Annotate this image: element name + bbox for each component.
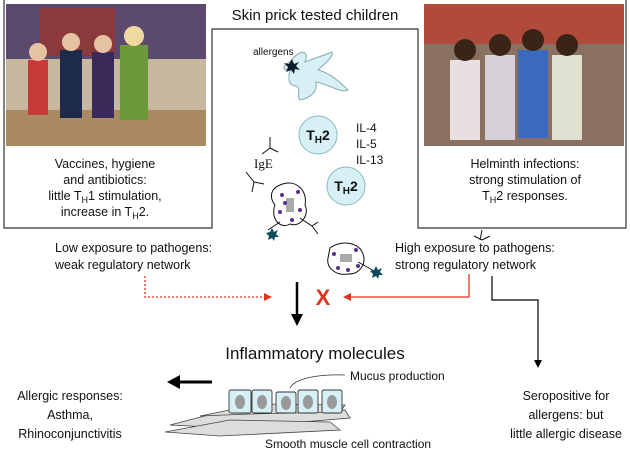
mast-cell-1	[266, 182, 319, 241]
allergen-star-icon	[284, 59, 300, 74]
allergens-label: allergens	[253, 47, 294, 58]
dendritic-cell	[283, 51, 349, 101]
title: Skin prick tested children	[232, 7, 399, 24]
weak-regulation-arrow	[144, 276, 266, 298]
svg-text:TH2: TH2	[334, 178, 358, 197]
right-caption: Helminth infections: strong stimulation …	[469, 157, 581, 205]
cytokine-list: IL-4 IL-5 IL-13	[356, 121, 384, 167]
low-exposure-line1: Low exposure to pathogens:	[55, 241, 212, 255]
th2-cell-2: TH2	[326, 166, 366, 206]
airway-tissue	[164, 374, 351, 437]
block-mark: X	[316, 285, 331, 310]
right-caption-line1: Helminth infections:	[470, 157, 579, 171]
seropositive-arrow	[491, 276, 539, 362]
mucus-production: Mucus production	[350, 369, 445, 383]
photo-western-children	[6, 4, 206, 146]
strong-regulation-arrow	[350, 274, 470, 298]
cytokine-il13: IL-13	[356, 153, 384, 167]
allergen-star-icon	[266, 228, 279, 241]
left-caption-line3: little TH1 stimulation,	[48, 189, 161, 205]
ige-antibody-icons	[245, 137, 491, 241]
th2-cell-1: TH2	[298, 115, 338, 155]
cytokine-il4: IL-4	[356, 121, 377, 135]
cytokine-il5: IL-5	[356, 137, 377, 151]
frame-outline	[3, 0, 627, 229]
seropositive-line2: allergens: but	[528, 408, 604, 422]
right-caption-line3: TH2 responses.	[482, 189, 568, 205]
ige-label: IgE	[254, 156, 273, 171]
left-caption: Vaccines, hygiene and antibiotics: littl…	[48, 157, 161, 221]
right-caption-line2: strong stimulation of	[469, 173, 581, 187]
allergic-line3: Rhinoconjunctivitis	[18, 427, 122, 441]
high-exposure-line2: strong regulatory network	[395, 258, 537, 272]
seropositive-line3: little allergic disease	[510, 427, 622, 441]
seropositive-line1: Seropositive for	[523, 389, 610, 403]
left-caption-line1: Vaccines, hygiene	[55, 157, 156, 171]
allergic-line2: Asthma,	[47, 408, 93, 422]
svg-text:TH2: TH2	[306, 127, 330, 146]
allergen-star-icon	[370, 266, 383, 279]
photo-african-children	[424, 4, 624, 146]
left-caption-line2: and antibiotics:	[63, 173, 146, 187]
left-caption-line4: increase in TH2.	[61, 205, 149, 221]
high-exposure-line1: High exposure to pathogens:	[395, 241, 555, 255]
low-exposure-line2: weak regulatory network	[54, 258, 191, 272]
mast-cell-2	[327, 242, 383, 279]
smooth-muscle-contraction: Smooth muscle cell contraction	[265, 437, 431, 451]
inflammatory-molecules: Inflammatory molecules	[225, 344, 405, 363]
allergic-line1: Allergic responses:	[17, 389, 123, 403]
